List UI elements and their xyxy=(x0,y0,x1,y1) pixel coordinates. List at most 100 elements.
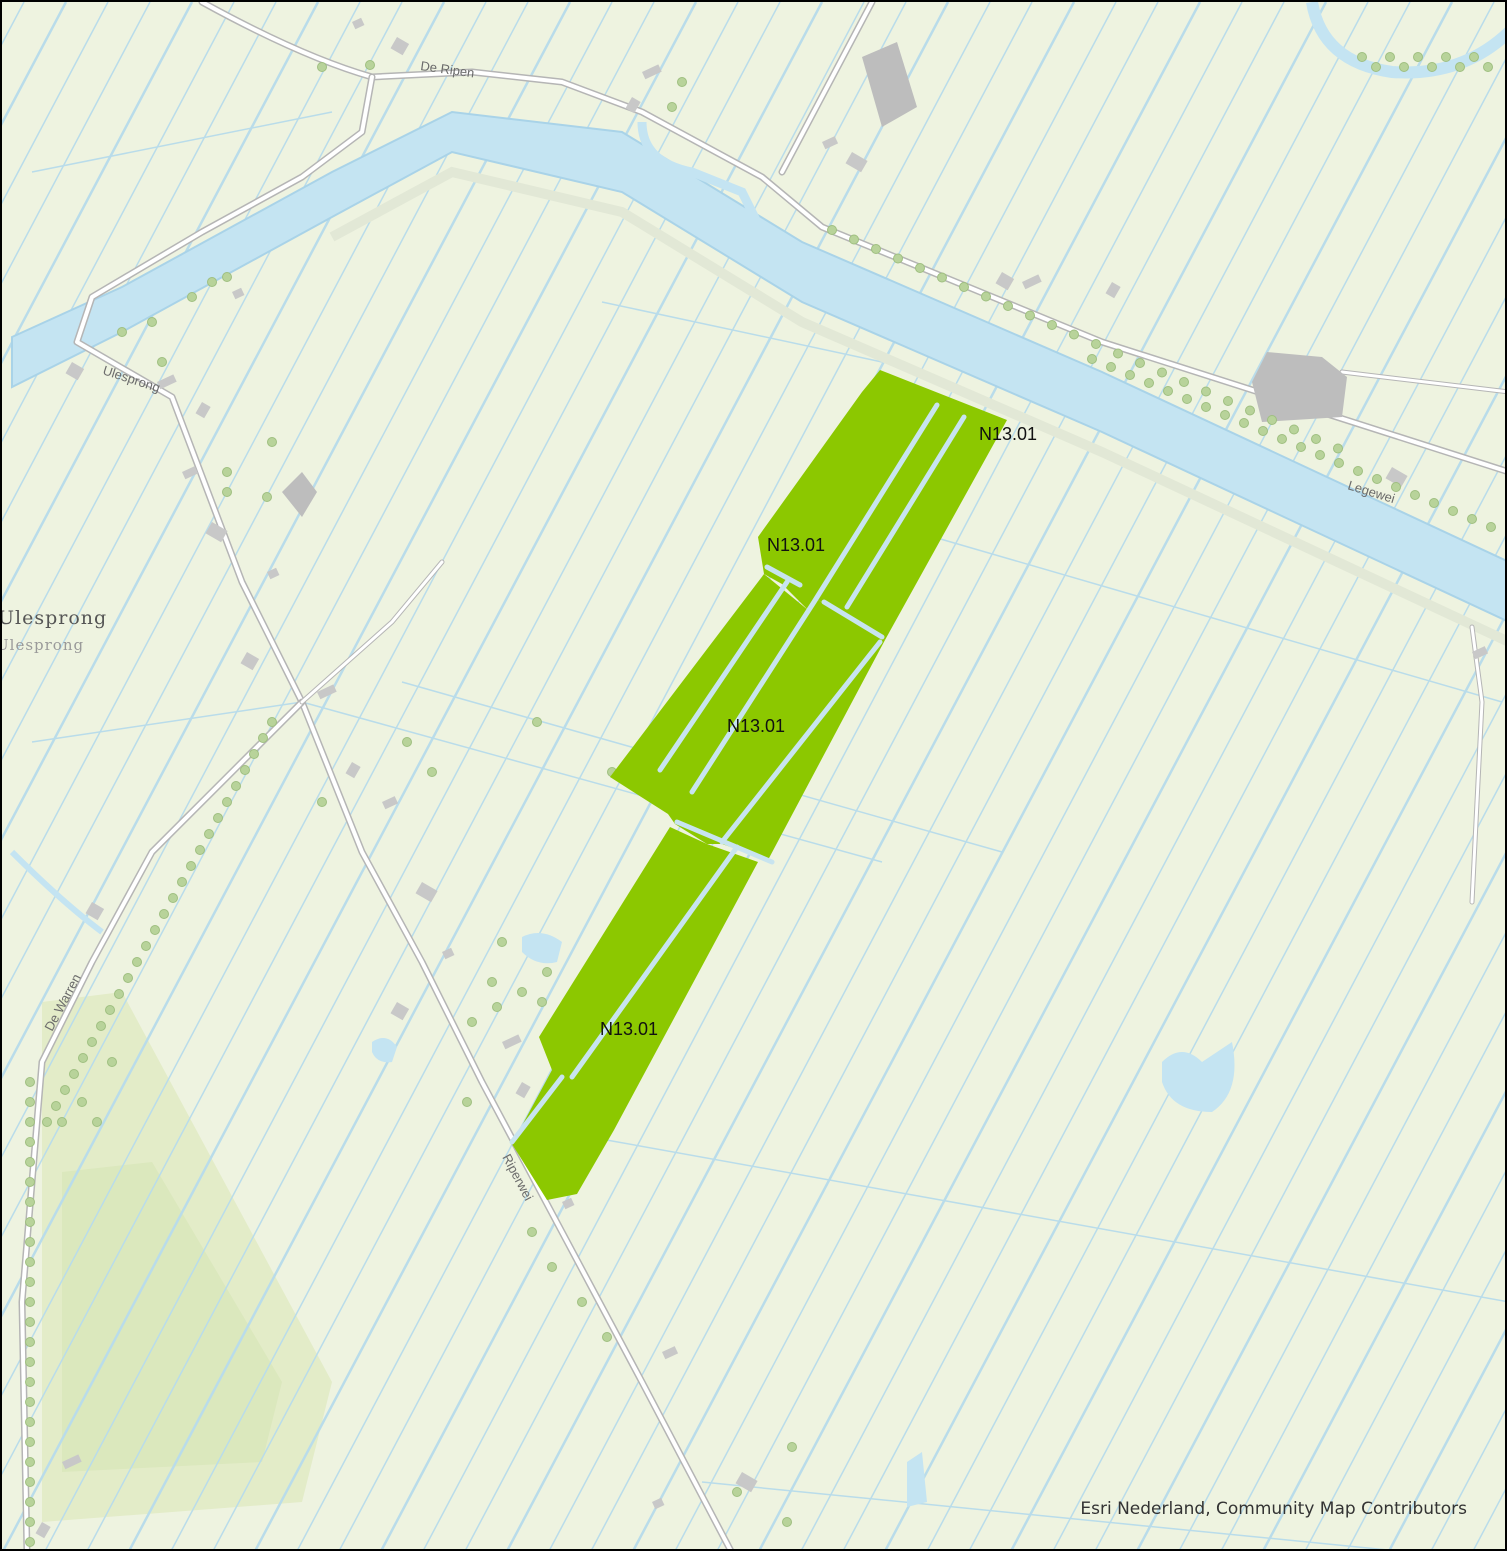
tree xyxy=(1399,62,1409,72)
tree xyxy=(1455,62,1465,72)
tree xyxy=(871,244,881,254)
tree xyxy=(105,1005,115,1015)
tree xyxy=(402,737,412,747)
ditch xyxy=(171,2,991,1549)
tree xyxy=(915,263,925,273)
ditch xyxy=(1347,1250,1505,1549)
tree xyxy=(1069,329,1079,340)
ditch xyxy=(2,2,572,1080)
tree xyxy=(222,467,232,477)
building xyxy=(441,947,455,960)
building xyxy=(85,902,105,921)
tree xyxy=(1289,424,1299,435)
tree xyxy=(462,1097,472,1107)
ditch xyxy=(927,456,1505,1549)
tree xyxy=(1239,418,1249,428)
tree xyxy=(1296,442,1306,452)
tree xyxy=(25,1497,35,1507)
parcel-label: N13.01 xyxy=(767,535,825,555)
parcel-middle[interactable] xyxy=(610,574,885,860)
building xyxy=(232,287,245,300)
tree xyxy=(147,317,157,327)
tree xyxy=(577,1297,587,1307)
tree xyxy=(249,749,259,759)
ditch xyxy=(45,2,865,1549)
ditch xyxy=(701,1481,1386,1549)
building xyxy=(62,1454,82,1470)
tree xyxy=(667,102,677,112)
ditch xyxy=(1095,774,1505,1549)
tree xyxy=(1315,450,1325,460)
tree xyxy=(1163,386,1173,396)
tree xyxy=(1025,310,1035,321)
ditch xyxy=(969,535,1505,1549)
ditch xyxy=(1305,1171,1505,1549)
tree xyxy=(87,1037,97,1047)
tree xyxy=(157,357,167,367)
pond xyxy=(1162,1042,1235,1112)
tree xyxy=(78,1053,88,1063)
tree xyxy=(467,1017,477,1027)
tree xyxy=(849,234,859,245)
building xyxy=(390,37,410,56)
tree xyxy=(57,1117,67,1127)
canal-bank xyxy=(329,166,1505,646)
tree xyxy=(177,877,187,887)
tree xyxy=(267,717,277,727)
road-network xyxy=(18,2,1505,1549)
tree xyxy=(1091,339,1101,349)
ditch xyxy=(675,2,1495,1549)
road-label-de-ripen: De Ripen xyxy=(420,58,476,80)
ditch xyxy=(758,137,1505,1549)
ditch xyxy=(2,2,655,1237)
building xyxy=(662,1346,679,1360)
parcel-ditches xyxy=(509,402,967,1145)
building-warehouse xyxy=(1252,352,1347,422)
building xyxy=(267,567,280,580)
tree xyxy=(1486,522,1496,532)
ditch xyxy=(2,2,403,761)
side-channel xyxy=(637,121,767,235)
tree xyxy=(827,225,837,235)
ditch xyxy=(843,297,1505,1549)
building xyxy=(390,1002,410,1021)
tree xyxy=(602,1332,612,1342)
tree xyxy=(150,925,160,935)
parcel-layer[interactable] xyxy=(512,370,1007,1200)
crop-field xyxy=(62,1162,282,1472)
tree xyxy=(317,797,327,807)
tree xyxy=(517,987,527,997)
ditch xyxy=(465,2,1285,1549)
building xyxy=(1385,466,1408,488)
ditch xyxy=(2,2,446,841)
place-label-ulesprong-sub: Ulesprong xyxy=(2,636,84,654)
tree xyxy=(213,813,223,823)
tree xyxy=(132,957,142,967)
tree xyxy=(25,1097,35,1107)
tree xyxy=(25,1237,35,1247)
pond xyxy=(522,933,562,964)
tree xyxy=(677,77,687,87)
tree xyxy=(1448,506,1458,516)
building xyxy=(995,272,1015,291)
building xyxy=(35,1522,51,1539)
tree xyxy=(123,973,133,983)
tree xyxy=(497,937,507,947)
tree xyxy=(893,253,903,264)
building-warehouse xyxy=(862,42,917,127)
tree xyxy=(25,1077,35,1087)
tree xyxy=(1391,482,1401,492)
tree xyxy=(1223,396,1233,406)
tree xyxy=(1277,434,1287,444)
tree xyxy=(937,272,947,283)
building xyxy=(205,521,228,543)
map-attribution: Esri Nederland, Community Map Contributo… xyxy=(1080,1499,1467,1519)
parcel-south[interactable] xyxy=(512,827,758,1200)
building xyxy=(1105,281,1121,299)
tree xyxy=(1410,490,1420,500)
tree xyxy=(1087,354,1097,364)
building xyxy=(195,402,211,419)
parcel-north[interactable] xyxy=(758,370,1007,640)
